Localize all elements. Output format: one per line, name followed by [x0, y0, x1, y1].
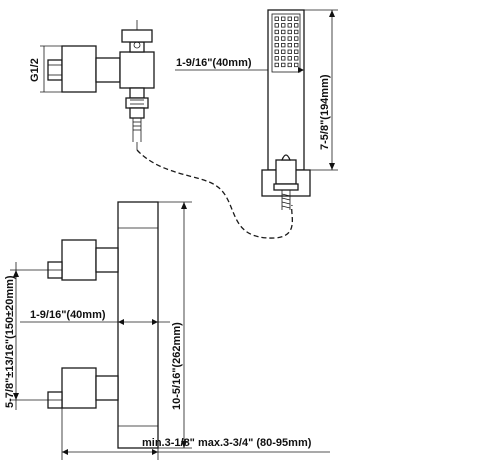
spray-nozzle — [281, 23, 286, 28]
spray-nozzle — [287, 23, 292, 28]
center-distance-dimension: 5-7/8"±13/16"(150±20mm) — [4, 262, 48, 410]
spray-nozzle — [294, 16, 299, 21]
spray-nozzle — [287, 29, 292, 35]
spray-nozzle — [287, 49, 292, 54]
spray-nozzle — [294, 29, 299, 35]
spray-nozzle — [281, 16, 286, 21]
spray-nozzle — [274, 56, 279, 61]
spray-nozzle — [274, 62, 279, 68]
spray-nozzle — [294, 43, 299, 48]
spray-nozzle — [294, 36, 299, 41]
spray-nozzle — [287, 16, 292, 21]
wall-outlet-elbow — [47, 20, 155, 150]
spray-nozzle — [281, 36, 286, 41]
hand-shower-height-dimension: 7-5/8"(194mm) — [304, 9, 338, 171]
spray-nozzle — [274, 43, 279, 48]
spray-nozzle — [294, 56, 299, 61]
spray-nozzle — [281, 29, 286, 35]
spray-nozzles-grid — [274, 16, 299, 68]
spray-nozzle — [287, 36, 292, 41]
shower-mixer-body — [47, 201, 159, 449]
spray-nozzle — [274, 49, 279, 54]
body-height-dimension: 10-5/16"(262mm) — [158, 201, 192, 449]
hand-shower-height-label: 7-5/8"(194mm) — [319, 74, 331, 150]
spray-nozzle — [274, 36, 279, 41]
body-offset-dimension: 1-9/16"(40mm) — [20, 309, 170, 328]
thread-size-label: G1/2 — [29, 58, 41, 82]
spray-nozzle — [287, 43, 292, 48]
wall-projection-label: min.3-1/8" max.3-3/4" (80-95mm) — [142, 437, 312, 449]
spray-nozzle — [281, 62, 286, 68]
spray-nozzle — [274, 23, 279, 28]
spray-nozzle — [294, 49, 299, 54]
spray-nozzle — [281, 56, 286, 61]
body-offset-label: 1-9/16"(40mm) — [30, 309, 106, 321]
spray-nozzle — [287, 62, 292, 68]
spray-nozzle — [294, 23, 299, 28]
hand-shower — [261, 9, 311, 210]
thread-dimension: G1/2 — [29, 45, 62, 93]
spray-nozzle — [281, 43, 286, 48]
spray-nozzle — [287, 56, 292, 61]
hand-shower-width-dimension: 1-9/16"(40mm) — [175, 57, 305, 76]
center-distance-label: 5-7/8"±13/16"(150±20mm) — [4, 275, 16, 408]
spray-nozzle — [294, 62, 299, 68]
body-height-label: 10-5/16"(262mm) — [171, 322, 183, 410]
spray-nozzle — [274, 29, 279, 35]
wall-projection-dimension: min.3-1/8" max.3-3/4" (80-95mm) — [61, 408, 330, 460]
spray-nozzle — [281, 49, 286, 54]
spray-nozzle — [274, 16, 279, 21]
hand-shower-offset-label: 1-9/16"(40mm) — [176, 57, 252, 69]
shower-hose — [136, 149, 293, 239]
